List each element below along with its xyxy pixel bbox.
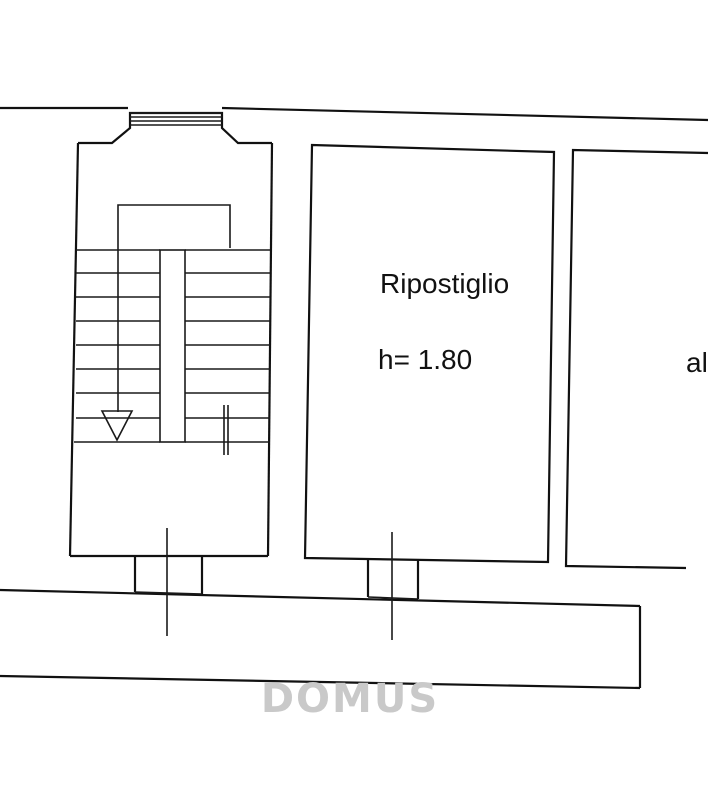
outer-walls	[0, 106, 708, 690]
watermark: DOMUS	[261, 676, 439, 722]
storage-room-name: Ripostiglio	[380, 268, 509, 299]
stair-steps	[74, 249, 270, 443]
stair-direction-arrow-icon	[100, 410, 134, 442]
stairwell	[68, 142, 274, 558]
storage-door	[366, 532, 420, 640]
storage-room	[303, 143, 556, 564]
stairwell-door	[133, 528, 204, 636]
stairwell-window	[78, 111, 272, 145]
adjacent-room-label: al	[686, 347, 708, 378]
storage-room-height: h= 1.80	[378, 344, 472, 375]
adjacent-room	[564, 148, 708, 570]
